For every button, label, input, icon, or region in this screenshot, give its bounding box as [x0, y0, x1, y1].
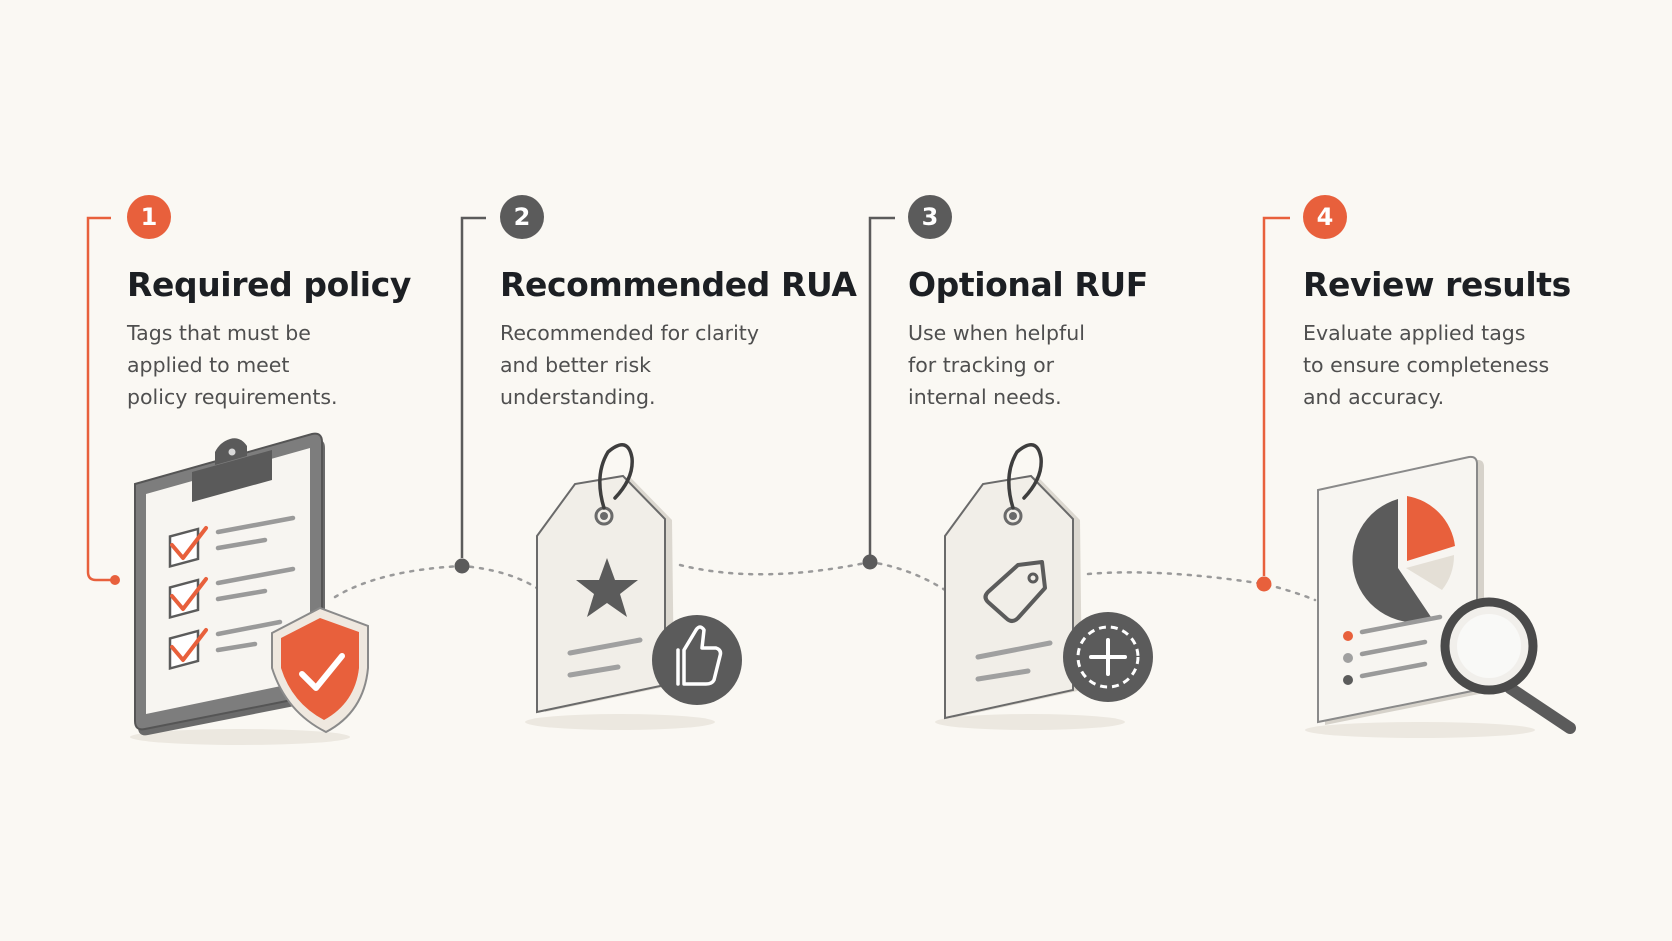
bracket-step-3	[868, 216, 895, 556]
step-description-line: Use when helpful	[908, 321, 1085, 345]
step-description: Recommended for clarity and better risk …	[500, 317, 840, 413]
step-description: Tags that must be applied to meet policy…	[127, 317, 467, 413]
step-description-line: and accuracy.	[1303, 385, 1445, 409]
pie-chart-icon	[1352, 496, 1455, 623]
clipboard-checklist-shield-icon	[130, 432, 369, 745]
step-number-badge: 1	[127, 195, 171, 239]
step-number-badge: 2	[500, 195, 544, 239]
step-description-line: internal needs.	[908, 385, 1062, 409]
step-description-line: applied to meet	[127, 353, 290, 377]
star-tag-thumbs-up-icon	[525, 443, 742, 730]
step-description: Use when helpful for tracking or interna…	[908, 317, 1248, 413]
step-description-line: to ensure completeness	[1303, 353, 1550, 377]
step-description-line: understanding.	[500, 385, 656, 409]
step-description-line: for tracking or	[908, 353, 1055, 377]
step-title: Review results	[1303, 265, 1571, 304]
bracket-step-2	[460, 216, 486, 558]
step-description-line: policy requirements.	[127, 385, 338, 409]
step-title: Recommended RUA	[500, 265, 857, 304]
flow-node-4	[1256, 576, 1272, 592]
step-title: Required policy	[127, 265, 411, 304]
bracket-step-1	[86, 216, 120, 585]
flow-node-3	[862, 554, 878, 570]
step-description-line: Recommended for clarity	[500, 321, 759, 345]
step-description: Evaluate applied tags to ensure complete…	[1303, 317, 1643, 413]
bracket-step-4	[1262, 216, 1290, 576]
step-description-line: Evaluate applied tags	[1303, 321, 1526, 345]
step-description-line: Tags that must be	[127, 321, 311, 345]
tag-plus-icon	[935, 443, 1153, 730]
step-description-line: and better risk	[500, 353, 652, 377]
flow-path	[333, 554, 1317, 602]
step-title: Optional RUF	[908, 265, 1148, 304]
flow-node-2	[454, 558, 470, 574]
report-magnifier-icon	[1305, 455, 1576, 738]
step-number-badge: 3	[908, 195, 952, 239]
step-number-badge: 4	[1303, 195, 1347, 239]
